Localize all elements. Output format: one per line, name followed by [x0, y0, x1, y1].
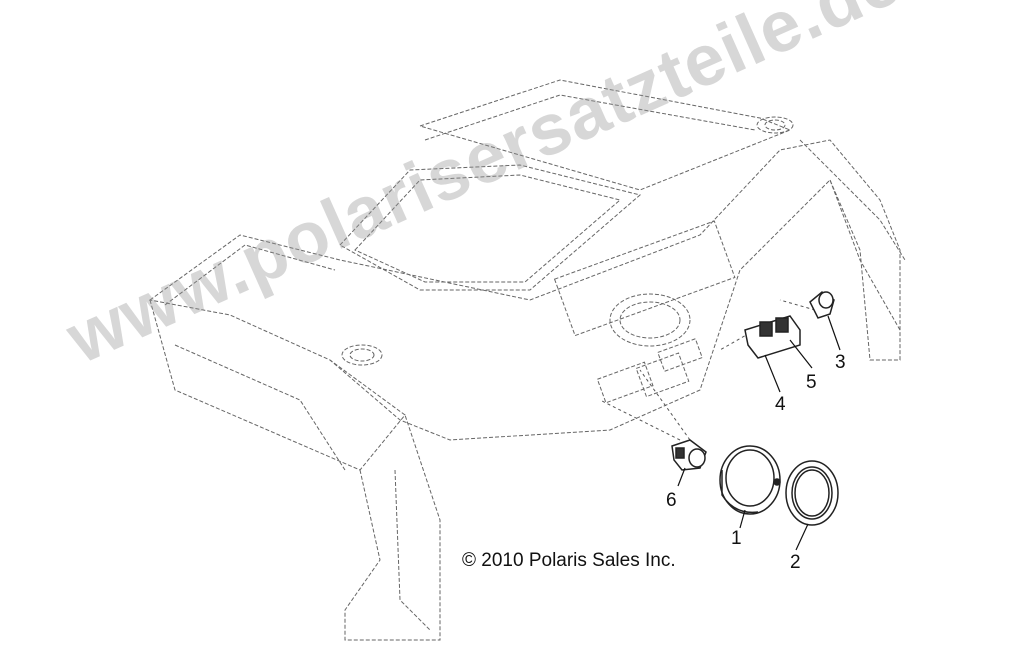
callout-3: 3	[835, 352, 846, 373]
callout-6: 6	[666, 490, 677, 511]
part-1-gauge	[719, 445, 781, 515]
callout-leaders	[677, 315, 841, 551]
callout-2: 2	[790, 552, 801, 573]
part-4-switch-block	[744, 315, 801, 359]
callout-1: 1	[731, 528, 742, 549]
dashboard-outline	[148, 79, 906, 641]
part-6-key-switch	[671, 439, 707, 471]
part-2-bezel-ring	[785, 460, 839, 526]
part-3-socket	[809, 291, 835, 319]
callout-4: 4	[775, 394, 786, 415]
callout-5: 5	[806, 372, 817, 393]
copyright-text: © 2010 Polaris Sales Inc.	[462, 550, 676, 571]
